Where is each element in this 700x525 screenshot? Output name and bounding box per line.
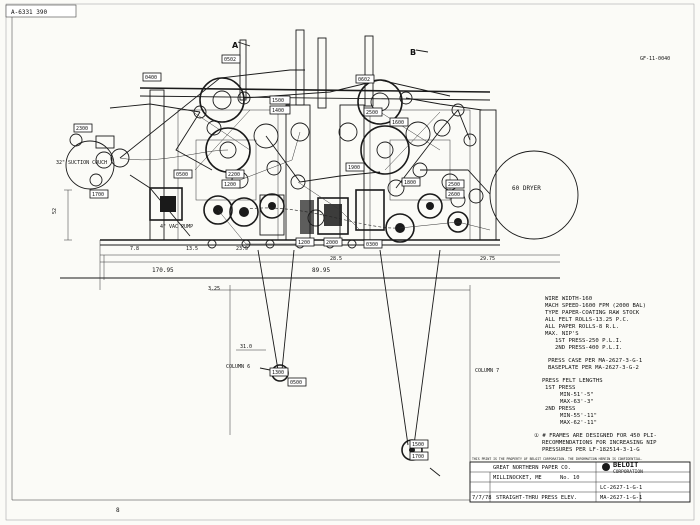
note-line: 1ST PRESS-250 P.L.I. [555, 338, 622, 344]
dim-7-8: 7.8 [130, 246, 139, 252]
roll-label-0500: 0500 [176, 172, 188, 178]
note-line: 2ND PRESS [545, 406, 575, 412]
bottom-mark: 8 [116, 507, 120, 514]
roll-label-1600: 1600 [392, 120, 404, 126]
roll-label-1900: 1900 [348, 165, 360, 171]
roll-label-0500-b: 0500 [290, 380, 302, 386]
note-line: MIN-51'-5" [560, 392, 594, 398]
dim-170-95: 170.95 [152, 267, 174, 274]
disclaimer: THIS PRINT IS THE PROPERTY OF BELOIT COR… [472, 457, 643, 461]
roll-label-2200: 2200 [228, 172, 240, 178]
note-line: PRESSURES PER LF-182514-3-1-G [542, 447, 640, 453]
roll-label-1200-b: 1200 [298, 240, 310, 246]
company-logo-icon [602, 463, 610, 471]
component-labels: 32" SUCTION COUCH 60 DRYER 4" VAC PUMP C… [56, 160, 541, 374]
note-line: MAX-63'-3" [560, 399, 594, 405]
note-line: PRESS FELT LENGTHS [542, 378, 603, 384]
note-line: RECOMMENDATIONS FOR INCREASING NIP [542, 440, 657, 446]
roll-label-1500: 1500 [272, 98, 284, 104]
sheet-reference: LC-2627-1-G-1 [600, 485, 642, 491]
roll-label-0602: 0602 [358, 77, 370, 83]
company-name: BELOIT [613, 461, 638, 469]
note-line: 1ST PRESS [545, 385, 575, 391]
dryer-label: 60 DRYER [512, 185, 541, 192]
note-line: WIRE WIDTH-160 [545, 296, 592, 302]
note-line: MAX-62'-11" [560, 420, 597, 426]
note-line: 2ND PRESS-400 P.L.I. [555, 345, 622, 351]
machine-number: No. 10 [560, 475, 579, 481]
section-b-arrow [415, 49, 429, 53]
roll-label-2500-b: 2500 [448, 182, 460, 188]
roll-label-1400: 1400 [272, 108, 284, 114]
dim-29-75: 29.75 [480, 256, 495, 262]
note-line: PRESS CASE PER MA-2627-3-G-1 [548, 358, 642, 364]
dim-31-0: 31.0 [240, 344, 252, 350]
drawing-stamp-box [5, 4, 77, 18]
roll-label-1500-b: 1500 [412, 442, 424, 448]
note-line: ALL FELT ROLLS-13.25 P.C. [545, 317, 629, 323]
dim-89-95: 89.95 [312, 267, 330, 274]
note-line: BASEPLATE PER MA-2627-3-G-2 [548, 365, 639, 371]
section-marker-a: A [232, 41, 239, 50]
drawing-date: 7/7/78 [472, 495, 491, 501]
felt-runs [109, 69, 491, 245]
drawing-title: STRAIGHT-THRU PRESS ELEV. [496, 495, 577, 501]
dim-23-5: 23.5 [236, 246, 248, 252]
dim-3-25: 3.25 [208, 286, 220, 292]
roll-label-2000: 2000 [326, 240, 338, 246]
press-rolls [65, 77, 579, 249]
dim-13-5: 13.5 [186, 246, 198, 252]
roll-label-1800: 1800 [404, 180, 416, 186]
roll-label-2600: 2600 [448, 192, 460, 198]
roll-label-0300: 0300 [366, 242, 378, 248]
vac-pump-label: 4" VAC PUMP [160, 224, 193, 230]
column6-label: COLUMN 6 [226, 364, 250, 370]
note-line: MAX. NIP'S [545, 331, 579, 337]
sheet-edge [5, 3, 695, 521]
note-line: MACH SPEED-1600 FPM (2000 BAL) [545, 303, 646, 309]
note-line: ① # FRAMES ARE DESIGNED FOR 450 PLI- [534, 432, 657, 439]
general-notes: WIRE WIDTH-160 MACH SPEED-1600 FPM (2000… [534, 296, 657, 453]
drawing-stamp: A-6331 390 [11, 9, 48, 16]
roll-label-0502: 0502 [224, 57, 236, 63]
title-block: BELOIT CORPORATION GREAT NORTHERN PAPER … [469, 457, 691, 503]
roll-label-1200: 1200 [224, 182, 236, 188]
roll-label-2500-a: 2500 [366, 110, 378, 116]
roll-label-1700: 1700 [92, 192, 104, 198]
section-marker-b: B [410, 48, 416, 57]
roll-label-1300: 1300 [272, 370, 284, 376]
roll-labels: 0400 0502 0602 1500 1400 2300 1700 0500 … [73, 54, 465, 461]
column-guides [210, 249, 471, 477]
couch-label: 32" SUCTION COUCH [56, 160, 107, 166]
roll-label-0400: 0400 [145, 75, 157, 81]
dim-28-5: 28.5 [330, 256, 342, 262]
drawing-number: MA-2627-1-G-1 [600, 495, 642, 501]
left-dimensions [64, 189, 105, 290]
column7-label: COLUMN 7 [475, 368, 499, 374]
note-line: MIN-55'-11" [560, 413, 597, 419]
top-right-code: GF-11-0040 [640, 56, 670, 62]
dimension-labels: 52 7.8 13.5 23.5 28.5 170.95 89.95 29.75… [52, 208, 495, 350]
note-line: TYPE PAPER-COATING RAW STOCK [545, 310, 640, 316]
roll-label-1700-b: 1700 [412, 454, 424, 460]
customer-name: GREAT NORTHERN PAPER CO. [493, 465, 571, 471]
customer-location: MILLINOCKET, ME [493, 475, 542, 481]
company-sub: CORPORATION [613, 469, 643, 475]
dim-left-vertical: 52 [52, 208, 58, 214]
note-line: ALL PAPER ROLLS-8 R.L. [545, 324, 619, 330]
roll-label-2300: 2300 [76, 126, 88, 132]
